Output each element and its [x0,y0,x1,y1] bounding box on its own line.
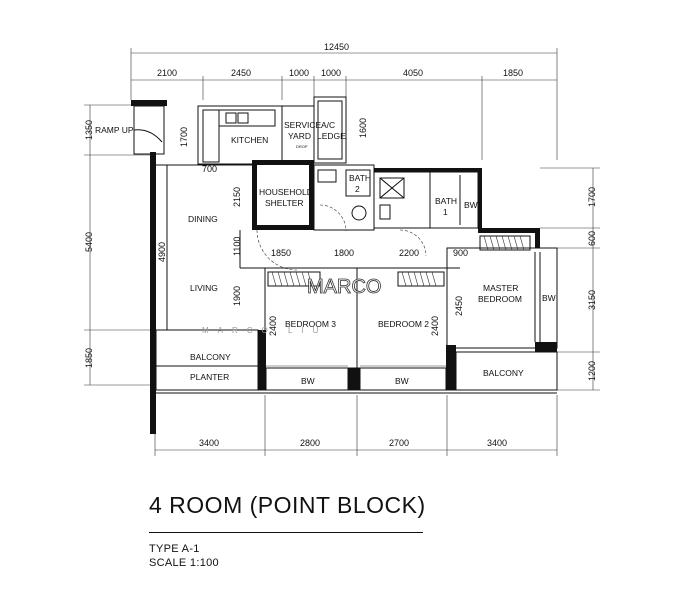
dim-bath2-width: 1800 [334,248,354,258]
dim-dining-gap: 1100 [232,237,242,256]
label-bath1-2: 1 [443,207,448,217]
label-bw-bed3: BW [301,376,315,386]
scale-label: SCALE 1:100 [149,557,219,569]
dim-right-2: 600 [587,231,597,246]
dim-bottom-3: 2700 [389,438,409,448]
label-bedroom-3: BEDROOM 3 [285,319,336,329]
dim-right-1: 1700 [587,187,597,207]
dim-bottom-2: 2800 [300,438,320,448]
dim-right-4: 1200 [587,361,597,381]
dim-shelter-height: 2150 [232,187,242,207]
interior-walls [133,96,558,394]
label-living: LIVING [190,283,218,293]
dim-left-2: 5400 [84,232,94,252]
structural-walls [131,100,557,434]
plan-title: 4 ROOM (POINT BLOCK) [149,492,426,518]
label-service-yard-2: YARD [288,131,311,141]
wardrobe-hatching [267,235,531,287]
label-shelter-1: HOUSEHOLD [259,187,313,197]
dim-bedroom2-depth: 2400 [430,316,440,336]
dim-right-3: 3150 [587,290,597,310]
dimension-lines-top [130,48,558,160]
dim-left-3: 1850 [84,348,94,368]
label-kitchen: KITCHEN [231,135,268,145]
dim-top-6: 1850 [503,68,523,78]
label-balcony-left: BALCONY [190,352,231,362]
dim-bedroom3-depth: 2400 [268,316,278,336]
dim-master-depth: 2450 [454,296,464,316]
label-bath1-1: BATH [435,196,457,206]
dim-kitchen-width: 700 [202,164,217,174]
dim-top-2: 2450 [231,68,251,78]
label-master-2: BEDROOM [478,294,522,304]
dim-top-3: 1000 [289,68,309,78]
label-ac-ledge-1: A/C [321,120,335,130]
watermark-logo: MARCO [307,276,381,298]
dim-bath1-width: 900 [453,248,468,258]
watermark-subtext: MARCO LIU [202,326,327,335]
dim-bath-corridor: 2200 [399,248,419,258]
dim-top-4: 1000 [321,68,341,78]
label-dining: DINING [188,214,218,224]
dim-left-1: 1350 [84,120,94,140]
dim-living-height: 1900 [232,286,242,306]
dim-living-depth: 4900 [157,242,167,262]
label-drop: DROP [296,144,308,149]
dim-top-1: 2100 [157,68,177,78]
label-ramp-up: RAMP UP [95,125,134,135]
label-ac-ledge-2: LEDGE [317,131,346,141]
label-bw-bath: BW [464,200,478,210]
label-bw-master: BW [542,293,556,303]
dim-top-overall: 12450 [324,42,349,52]
dim-top-5: 4050 [403,68,423,78]
label-service-yard-1: SERVICE [284,120,321,130]
label-bath2-1: BATH [349,173,371,183]
dim-ac-ledge: 1600 [358,118,368,138]
title-divider [149,532,423,533]
label-planter: PLANTER [190,372,229,382]
label-bw-bed2: BW [395,376,409,386]
label-balcony-right: BALCONY [483,368,524,378]
label-bedroom-2: BEDROOM 2 [378,319,429,329]
dim-shelter-width: 1850 [271,248,291,258]
type-label: TYPE A-1 [149,543,200,555]
label-shelter-2: SHELTER [265,198,304,208]
label-master-1: MASTER [483,283,518,293]
dim-kitchen-depth: 1700 [179,127,189,147]
dim-bottom-1: 3400 [199,438,219,448]
dim-bottom-4: 3400 [487,438,507,448]
label-bath2-2: 2 [355,184,360,194]
